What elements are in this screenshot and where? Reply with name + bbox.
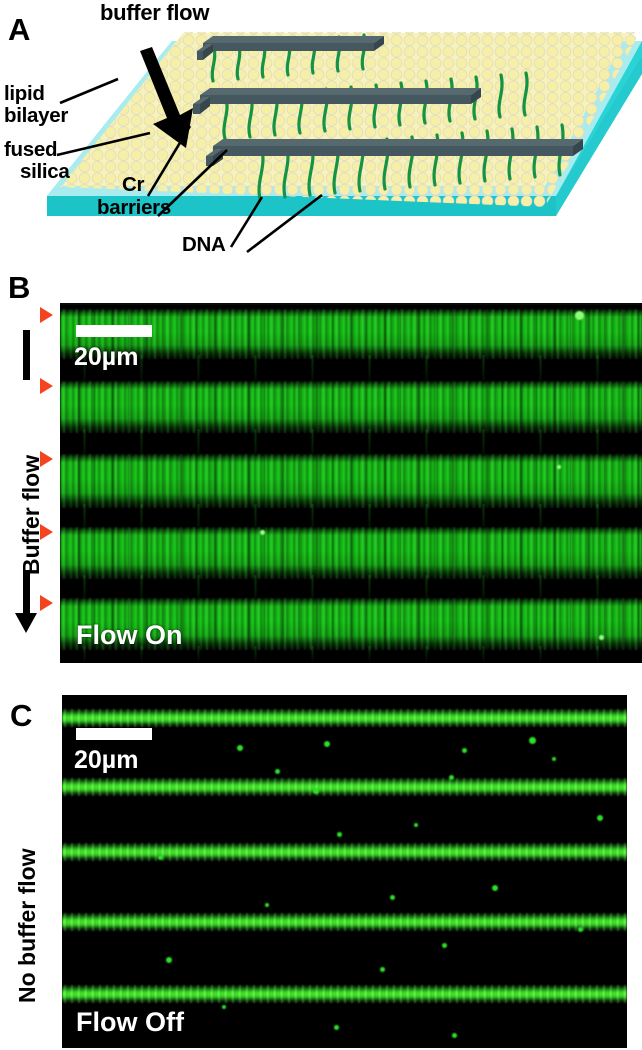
panel-a-title-buffer-flow: buffer flow [100,0,210,25]
diffusing-speck [414,823,418,827]
bright-spot [260,530,265,535]
panel-b-letter: B [8,270,30,305]
curtain-marker-1-icon [40,307,53,323]
label-dna: DNA [182,233,226,256]
leader-lines [56,77,323,254]
dna-curtain-band-4 [60,527,642,579]
label-cr-line2: barriers [97,196,171,219]
diffusing-speck [597,815,603,821]
diffusing-speck [337,832,342,837]
curtain-marker-2-icon [40,378,53,394]
dna-curtain-band-1 [60,309,642,359]
diffusing-speck [265,903,269,907]
panel-c-flow-label: No buffer flow [14,848,40,1003]
diffusing-speck [334,1025,339,1030]
diffusing-speck [462,748,467,753]
label-lipid-line2: bilayer [4,104,68,127]
cr-barrier-back [197,33,384,83]
curtain-marker-5-icon [40,595,53,611]
panel-b-micrograph: 20µm Flow On [60,303,642,663]
buffer-flow-arrow-icon [140,47,193,148]
panel-c-scale-text: 20µm [74,746,139,774]
dna-curtain-band-5 [60,598,642,650]
diffusing-speck [222,1005,226,1009]
diffusing-speck [324,741,330,747]
dna-line-3 [62,843,627,861]
dna-line-4 [62,913,627,931]
diffusing-speck [449,775,454,780]
flow-arrow-shaft-top [23,330,30,380]
panel-c-state-label: Flow Off [76,1007,184,1037]
dna-curtain-band-2 [60,381,642,433]
diffusing-speck [529,737,536,744]
panel-b-scale-bar [76,325,152,337]
diffusing-speck [552,757,556,761]
dna-tails-5 [60,646,642,663]
panel-a-schematic: A buffer flow lipid bilayer fused silica… [0,0,642,272]
dna-line-5 [62,985,627,1003]
diffusing-speck [442,943,447,948]
curtain-marker-3-icon [40,451,53,467]
label-fused-line2: silica [20,160,70,183]
flow-arrow-head-icon [15,613,37,633]
bright-spot [557,465,561,469]
panel-a-letter: A [8,12,30,47]
label-lipid-line1: lipid [4,82,45,105]
bright-spot [599,635,604,640]
cr-barrier-middle [193,71,529,141]
diffusing-speck [492,885,498,891]
panel-c-micrograph: 20µm Flow Off [62,695,627,1048]
diffusing-speck [158,855,163,860]
diffusing-speck [166,957,172,963]
diffusing-speck [237,745,243,751]
label-fused-line1: fused [4,138,58,161]
label-cr-line1: Cr [122,173,145,196]
dna-line-2 [62,778,627,796]
diffusing-speck [313,788,319,794]
diffusing-speck [380,967,385,972]
panel-b-state-label: Flow On [76,620,183,650]
curtain-marker-4-icon [40,524,53,540]
panel-a-illustration [47,32,642,254]
flow-arrow-shaft-bottom [23,570,30,615]
cr-barrier-front [206,123,583,201]
bright-spot [575,311,584,320]
dna-line-1 [62,709,627,727]
panel-b-flow-label: Buffer flow [18,454,44,575]
diffusing-speck [578,927,583,932]
diffusing-speck [390,895,395,900]
panel-b-scale-text: 20µm [74,343,139,371]
diffusing-speck [452,1033,457,1038]
dna-curtain-band-3 [60,454,642,508]
panel-c-letter: C [10,698,32,733]
panel-c-scale-bar [76,728,152,740]
diffusing-speck [275,769,280,774]
